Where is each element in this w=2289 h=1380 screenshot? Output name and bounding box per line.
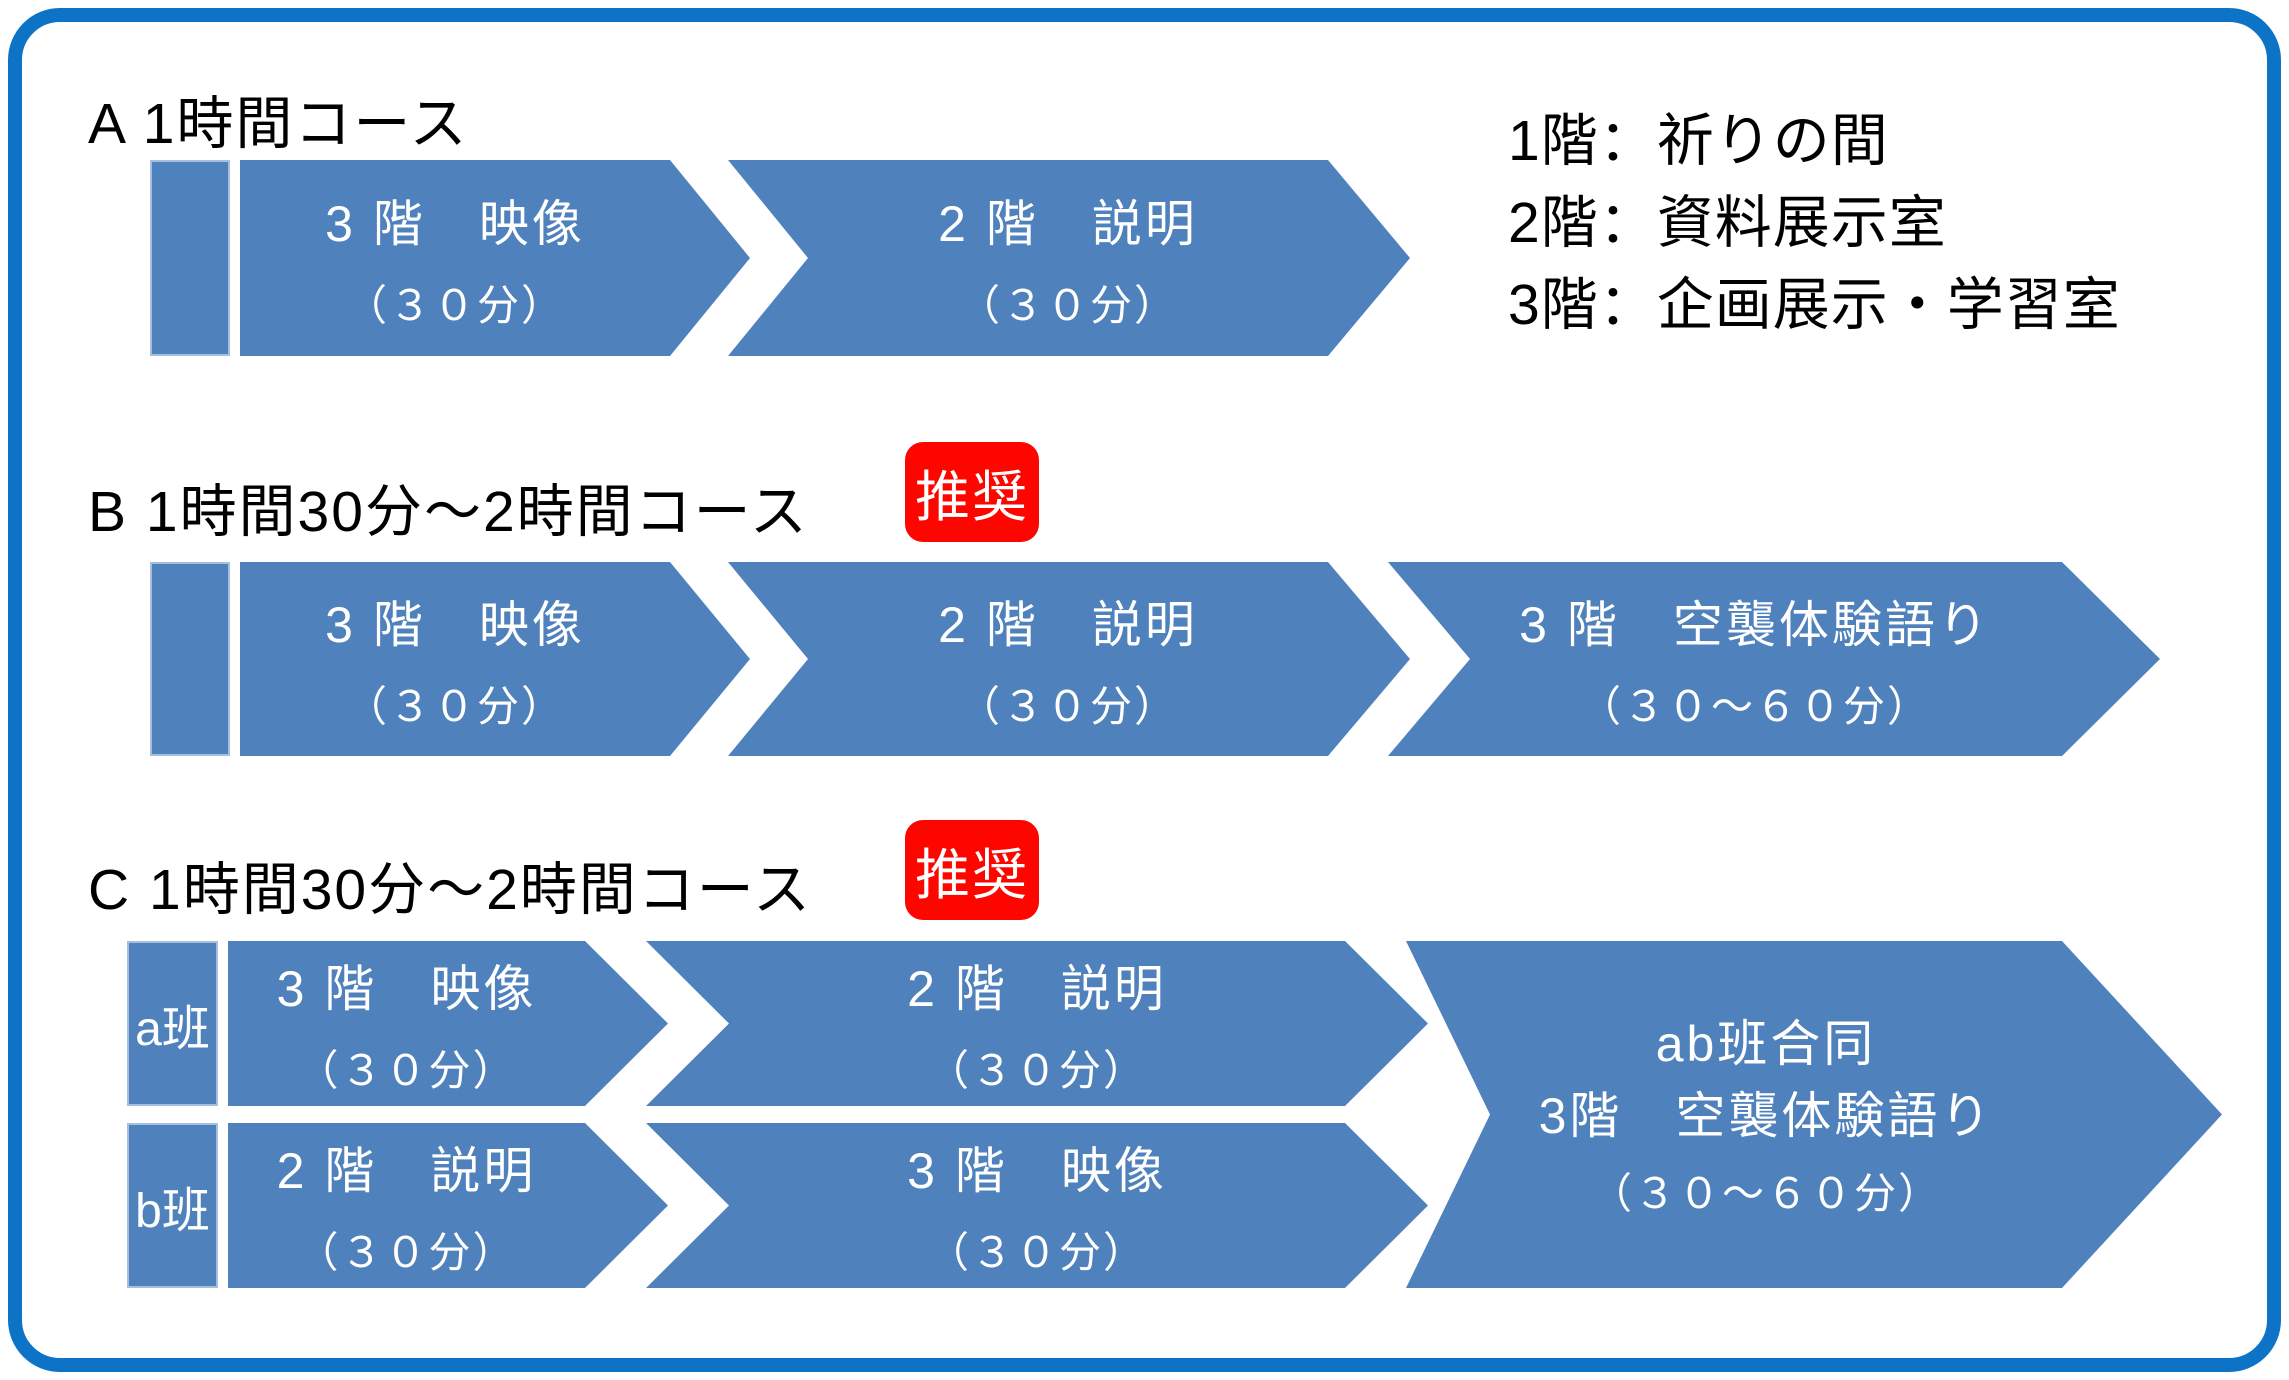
floor-legend-line-1: 1階：祈りの間 [1508,109,1889,173]
joint-line-2: 3階 空襲体験語り [1538,1088,1994,1144]
course-c-heading: C 1時間30分～2時間コース [88,858,812,922]
step-title: 3 階 映像 [907,1143,1167,1199]
course-a-step1-arrow: 3 階 映像 （３０分） [240,160,750,356]
course-c-group-b-step2-arrow: 3 階 映像 （３０分） [646,1123,1428,1288]
course-b-start-stub [150,562,230,756]
course-b-step2-arrow: 2 階 説明 （３０分） [728,562,1410,756]
step-title: 3 階 空襲体験語り [1519,596,1991,653]
course-a-step2-arrow: 2 階 説明 （３０分） [728,160,1410,356]
step-title: 2 階 説明 [938,195,1198,252]
course-c-recommended-badge: 推奨 [905,820,1039,920]
step-duration: （３０分） [957,281,1178,329]
step-duration: （３０分） [926,1047,1147,1094]
step-duration: （３０分） [344,682,565,730]
step-title: 2 階 説明 [938,596,1198,653]
course-a-heading: A 1時間コース [88,92,469,156]
course-a-start-stub [150,160,230,356]
course-c-group-b-label: b班 [127,1123,218,1288]
step-duration: （３０～６０分） [1578,682,1931,730]
course-b-recommended-badge: 推奨 [905,442,1039,542]
course-c-group-a-label: a班 [127,941,218,1106]
floor-legend-line-2: 2階：資料展示室 [1508,191,1947,255]
step-duration: （３０分） [296,1047,517,1094]
joint-duration: （３０～６０分） [1589,1170,1942,1217]
course-c-group-a-step1-arrow: 3 階 映像 （３０分） [228,941,668,1106]
course-b-step1-arrow: 3 階 映像 （３０分） [240,562,750,756]
step-duration: （３０分） [344,281,565,329]
step-title: 3 階 映像 [325,596,585,653]
joint-line-1: ab班合同 [1655,1016,1877,1072]
floor-legend-line-3: 3階：企画展示・学習室 [1508,273,2121,337]
step-title: 2 階 説明 [907,961,1167,1017]
course-b-step3-arrow: 3 階 空襲体験語り （３０～６０分） [1388,562,2160,756]
course-c-group-b-step1-arrow: 2 階 説明 （３０分） [228,1123,668,1288]
step-title: 3 階 映像 [276,961,537,1017]
step-title: 3 階 映像 [325,195,585,252]
course-c-joint-arrow: ab班合同 3階 空襲体験語り （３０～６０分） [1406,941,2222,1288]
course-b-heading: B 1時間30分～2時間コース [88,480,809,544]
step-duration: （３０分） [296,1229,517,1276]
step-title: 2 階 説明 [276,1143,537,1199]
course-c-group-a-step2-arrow: 2 階 説明 （３０分） [646,941,1428,1106]
floor-legend: 1階：祈りの間 2階：資料展示室 3階：企画展示・学習室 [1508,100,2121,346]
step-duration: （３０分） [957,682,1178,730]
step-duration: （３０分） [926,1229,1147,1276]
